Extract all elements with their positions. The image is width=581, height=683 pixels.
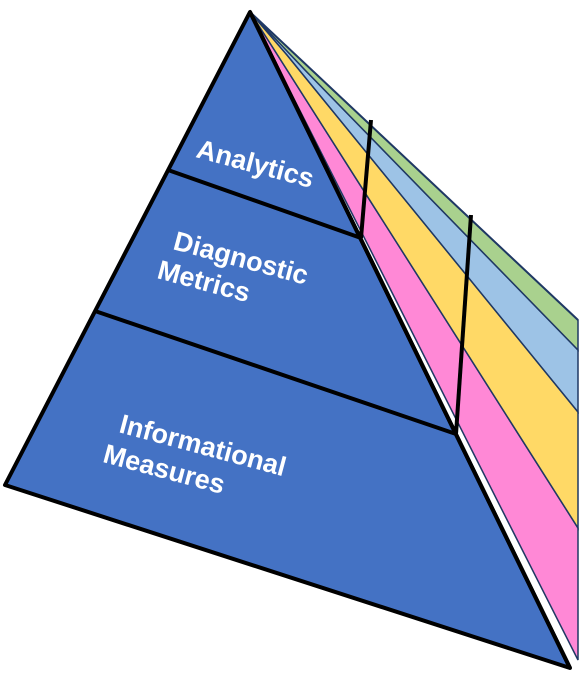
tier-divider-upper	[167, 168, 362, 240]
side-divider-upper	[359, 119, 373, 239]
side-divider-lower	[454, 214, 473, 435]
front-right-edge	[248, 11, 572, 669]
side-top-edge	[249, 11, 579, 321]
front-face	[3, 10, 572, 670]
tier-divider-lower	[94, 309, 457, 436]
side-face	[249, 11, 579, 661]
